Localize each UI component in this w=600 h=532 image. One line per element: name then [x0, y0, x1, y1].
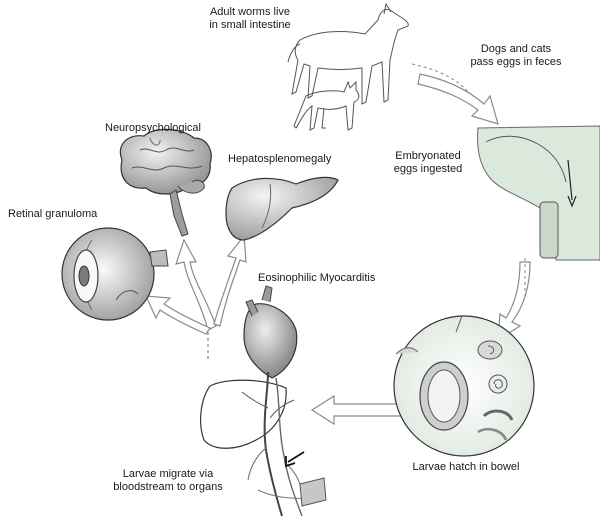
- label-eggs-ingested: Embryonated eggs ingested: [378, 150, 478, 176]
- label-migrate-line1: Larvae migrate via: [122, 468, 214, 480]
- label-neuropsychological: Neuropsychological: [105, 122, 201, 134]
- label-pass-eggs: Dogs and cats pass eggs in feces: [456, 43, 576, 69]
- cycle-arrow-to-organs: [310, 394, 403, 426]
- label-ingested-line2: eggs ingested: [393, 163, 463, 175]
- cat-outline-icon: [293, 80, 360, 131]
- label-ingested-line1: Embryonated: [395, 150, 461, 162]
- label-adult-line1: Adult worms live: [209, 6, 291, 18]
- label-pass-eggs-line1: Dogs and cats: [480, 43, 552, 55]
- label-adult-line2: in small intestine: [209, 19, 291, 31]
- mouth-cross-section: [477, 125, 600, 261]
- cycle-arrow-to-mouth: [417, 73, 499, 125]
- dog-outline-icon: [287, 2, 409, 105]
- label-adult-worms: Adult worms live in small intestine: [190, 6, 310, 32]
- label-pass-eggs-line2: pass eggs in feces: [470, 56, 562, 68]
- label-hepatosplenomegaly: Hepatosplenomegaly: [228, 153, 332, 165]
- label-migrate-line2: bloodstream to organs: [113, 481, 223, 493]
- label-retinal-granuloma: Retinal granuloma: [8, 208, 98, 220]
- eye-icon: [61, 227, 169, 321]
- label-eosinophilic-myocarditis: Eosinophilic Myocarditis: [258, 272, 376, 284]
- branch-arrows-to-organs: [145, 234, 247, 360]
- migration-organs-icon: [200, 285, 327, 517]
- brain-icon: [119, 128, 212, 237]
- label-larvae-hatch: Larvae hatch in bowel: [412, 461, 520, 473]
- label-larvae-migrate: Larvae migrate via bloodstream to organs: [106, 468, 230, 494]
- liver-icon: [225, 176, 339, 241]
- bowel-magnified-circle: [393, 315, 535, 457]
